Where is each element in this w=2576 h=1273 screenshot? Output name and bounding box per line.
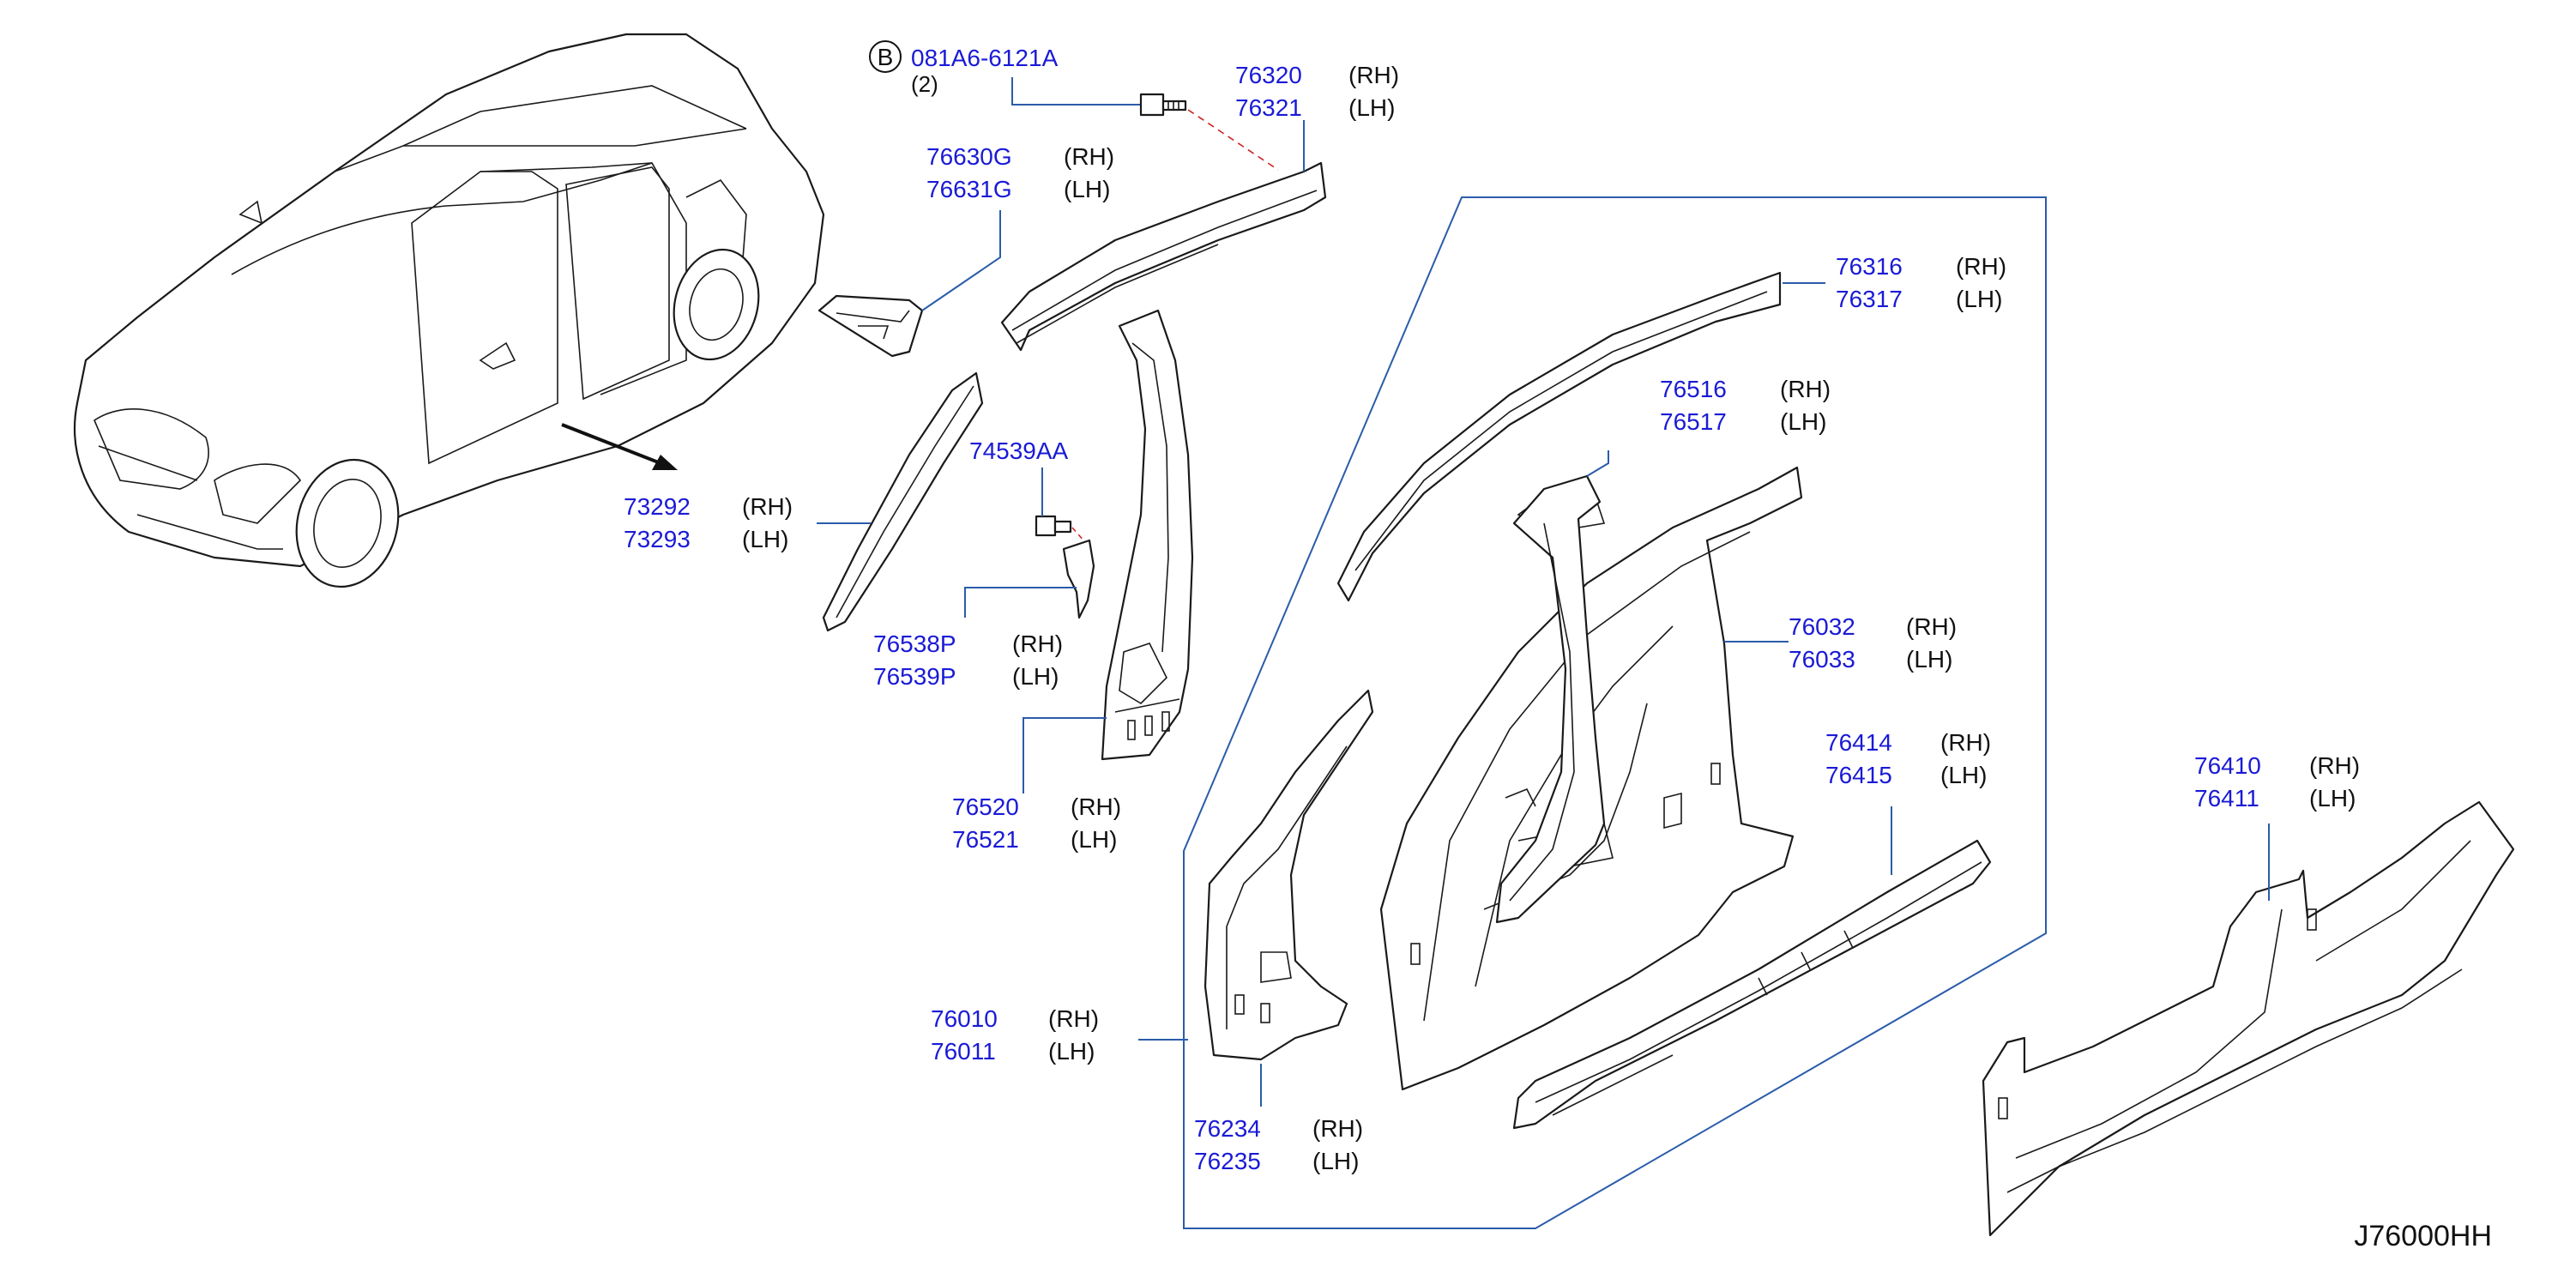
- roof-side-rail-part: [1000, 161, 1327, 352]
- side-lh: (LH): [1312, 1148, 1359, 1174]
- callout-76538p: 76538P (RH) 76539P (LH): [873, 630, 1063, 690]
- part-number-lh: 76539P: [873, 663, 956, 690]
- part-number-lh: 76517: [1660, 408, 1727, 435]
- part-number-lh: 76631G: [926, 176, 1012, 202]
- callout-76032: 76032 (RH) 76033 (LH): [1789, 613, 1957, 673]
- side-lh: (LH): [1940, 762, 1987, 788]
- bolt-symbol-circle: [869, 40, 902, 73]
- side-rh: (RH): [2309, 752, 2360, 779]
- bolt-fit-line: [1187, 109, 1279, 171]
- part-number-lh: 76411: [2194, 785, 2259, 811]
- callout-76410: 76410 (RH) 76411 (LH): [2194, 752, 2360, 811]
- side-rh: (RH): [1940, 729, 1991, 756]
- side-lh: (LH): [1906, 646, 1952, 673]
- side-rh: (RH): [1906, 613, 1957, 640]
- bolt-leader: [1011, 77, 1154, 106]
- body-side-outer-sill-part: [1982, 800, 2515, 1237]
- bolt-callout: B 081A6-6121A (2): [869, 40, 1279, 171]
- part-number-rh: 76538P: [873, 630, 956, 657]
- assembly-group-border: [1183, 196, 2047, 1229]
- part-number: 74539AA: [969, 437, 1069, 464]
- side-lh: (LH): [1048, 1038, 1095, 1065]
- front-pillar-lower-part: [1204, 689, 1374, 1061]
- center-pillar-part: [1101, 309, 1194, 761]
- part-number-rh: 76320: [1235, 62, 1302, 88]
- part-number-lh: 76521: [952, 826, 1019, 853]
- side-lh: (LH): [1780, 408, 1826, 435]
- center-pillar-inner-part: [1495, 474, 1606, 924]
- part-number-lh: 76235: [1194, 1148, 1261, 1174]
- callout-76630g: 76630G (RH) 76631G (LH): [926, 143, 1114, 202]
- side-rh: (RH): [1780, 376, 1831, 402]
- part-number-lh: 76011: [931, 1038, 996, 1065]
- bolt-quantity: (2): [911, 71, 938, 97]
- direction-arrow: [561, 423, 678, 470]
- side-rh: (RH): [1048, 1005, 1099, 1032]
- part-number-lh: 73293: [624, 526, 691, 552]
- side-rh: (RH): [1956, 253, 2006, 280]
- side-lh: (LH): [742, 526, 788, 552]
- side-lh: (LH): [2309, 785, 2356, 811]
- roof-bracket-part: [817, 294, 924, 358]
- side-lh: (LH): [1071, 826, 1117, 853]
- side-rh: (RH): [1012, 630, 1063, 657]
- part-number-rh: 76516: [1660, 376, 1727, 402]
- front-pillar-garnish-part: [822, 371, 984, 632]
- pillar-bracket-part: [1062, 539, 1095, 619]
- callout-73292: 73292 (RH) 73293 (LH): [624, 493, 793, 552]
- diagram-code: J76000HH: [2354, 1220, 2492, 1252]
- side-lh: (LH): [1348, 94, 1395, 121]
- bolt-icon: [1139, 93, 1187, 117]
- part-number-rh: 76410: [2194, 752, 2261, 779]
- part-number-rh: 76520: [952, 793, 1019, 820]
- side-rh: (RH): [1348, 62, 1399, 88]
- roof-rail-inner-part: [1336, 271, 1782, 602]
- side-rh: (RH): [1312, 1115, 1363, 1142]
- part-number-rh: 76316: [1836, 253, 1903, 280]
- part-number-rh: 76414: [1825, 729, 1892, 756]
- pillar-clip-part: [1035, 515, 1086, 543]
- part-number-lh: 76033: [1789, 646, 1855, 673]
- side-lh: (LH): [1012, 663, 1059, 690]
- callout-76316: 76316 (RH) 76317 (LH): [1836, 253, 2006, 312]
- part-number-lh: 76415: [1825, 762, 1892, 788]
- callout-76234: 76234 (RH) 76235 (LH): [1194, 1115, 1363, 1174]
- callout-76516: 76516 (RH) 76517 (LH): [1660, 376, 1831, 435]
- callout-76520: 76520 (RH) 76521 (LH): [952, 793, 1121, 853]
- part-number-rh: 73292: [624, 493, 691, 520]
- part-number-rh: 76010: [931, 1005, 998, 1032]
- part-number-rh: 76234: [1194, 1115, 1261, 1142]
- part-number-lh: 76321: [1235, 94, 1302, 121]
- part-number-rh: 76630G: [926, 143, 1012, 170]
- callout-74539aa: 74539AA: [969, 437, 1069, 464]
- car-illustration: [74, 33, 825, 588]
- side-rh: (RH): [1071, 793, 1121, 820]
- part-number-lh: 76317: [1836, 286, 1903, 312]
- side-lh: (LH): [1956, 286, 2002, 312]
- callout-76414: 76414 (RH) 76415 (LH): [1825, 729, 1991, 788]
- side-rh: (RH): [742, 493, 793, 520]
- side-lh: (LH): [1064, 176, 1110, 202]
- leader-lines: [817, 120, 2270, 1107]
- bolt-symbol: B: [878, 44, 894, 70]
- part-number-rh: 76032: [1789, 613, 1855, 640]
- callout-76320: 76320 (RH) 76321 (LH): [1235, 62, 1399, 121]
- bolt-part-number: 081A6-6121A: [911, 45, 1059, 71]
- sill-inner-part: [1512, 839, 1992, 1130]
- callout-76010: 76010 (RH) 76011 (LH): [931, 1005, 1099, 1065]
- side-rh: (RH): [1064, 143, 1114, 170]
